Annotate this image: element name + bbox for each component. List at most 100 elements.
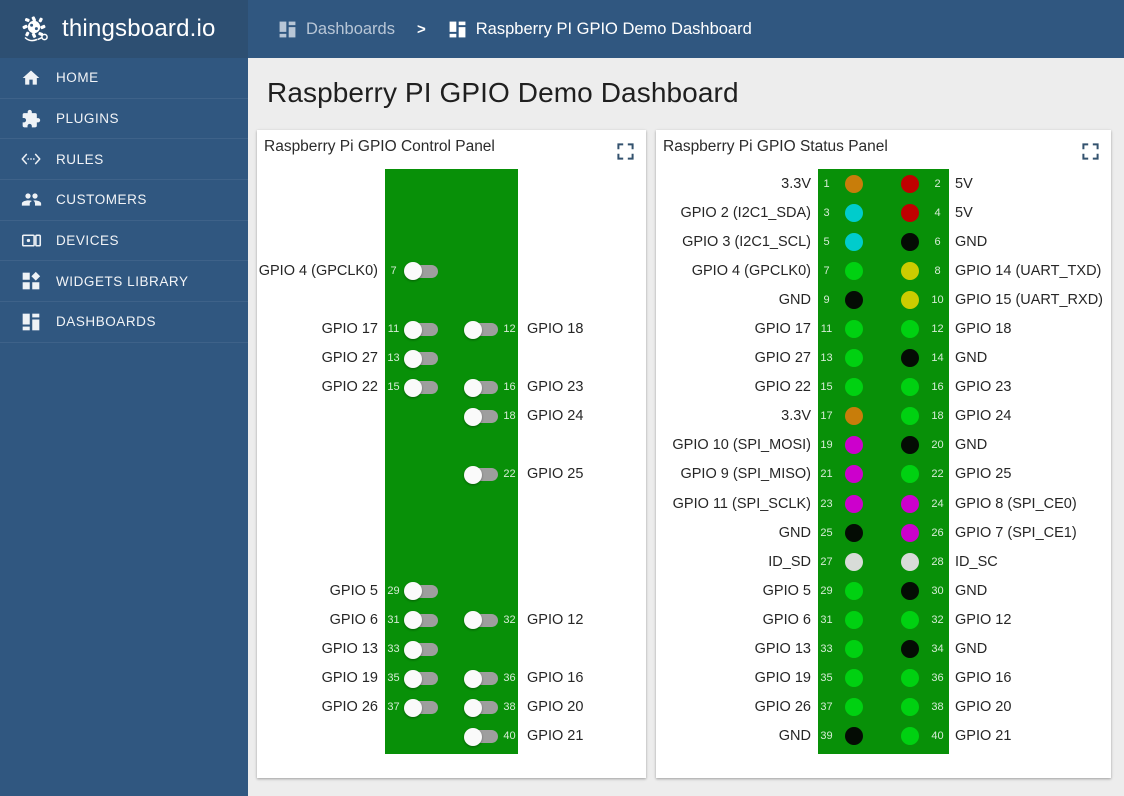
page-title: Raspberry PI GPIO Demo Dashboard (267, 77, 739, 108)
gpio-pin-cell: 15 (385, 378, 452, 397)
sidebar-item-customers[interactable]: CUSTOMERS (0, 180, 248, 221)
gpio-toggle-switch[interactable] (404, 378, 439, 397)
sidebar-item-dashboards[interactable]: DASHBOARDS (0, 302, 248, 343)
gpio-left-label: GPIO 22 (321, 379, 378, 396)
gpio-control-row: GPIO 13 33 (257, 635, 646, 664)
fullscreen-expand-icon[interactable] (1082, 143, 1099, 160)
gpio-toggle-switch[interactable] (404, 320, 439, 339)
gpio-left-label: GPIO 9 (SPI_MISO) (680, 466, 811, 483)
pin-number: 33 (820, 643, 833, 656)
gpio-toggle-switch[interactable] (404, 349, 439, 368)
sidebar-item-home[interactable]: HOME (0, 58, 248, 99)
gpio-pin-cell: 40 (452, 727, 519, 746)
gpio-toggle-switch[interactable] (464, 378, 499, 397)
gpio-right-label: GPIO 23 (955, 379, 1012, 396)
gpio-pin-cell: 7 (818, 261, 882, 280)
widget-title: Raspberry Pi GPIO Status Panel (663, 138, 888, 155)
breadcrumb-item-current-dashboard[interactable]: Raspberry PI GPIO Demo Dashboard (448, 20, 752, 39)
gpio-left-label: GPIO 6 (329, 611, 378, 628)
gpio-toggle-switch[interactable] (404, 698, 439, 717)
gpio-left-label: GPIO 17 (754, 321, 811, 338)
gpio-left-label: GPIO 13 (754, 641, 811, 658)
gpio-right-label: GND (955, 641, 988, 658)
gpio-control-row (257, 169, 646, 198)
gpio-status-indicator (901, 436, 919, 455)
pin-number: 15 (820, 381, 833, 394)
gpio-left-label: GND (778, 524, 811, 541)
breadcrumb-item-dashboards[interactable]: Dashboards (278, 20, 395, 39)
gpio-status-indicator (901, 465, 919, 484)
pin-number: 14 (931, 352, 944, 365)
gpio-pin-cell: 12 (882, 320, 946, 339)
gpio-pin-cell: 12 (452, 320, 519, 339)
gpio-pin-cell: 20 (882, 436, 946, 455)
gpio-pin-cell: 39 (818, 727, 882, 746)
gpio-toggle-switch[interactable] (464, 698, 499, 717)
pin-number: 35 (387, 672, 400, 685)
pin-number: 36 (503, 672, 516, 685)
sidebar-item-devices[interactable]: DEVICES (0, 221, 248, 262)
gpio-status-indicator (845, 290, 863, 309)
pin-number: 29 (387, 584, 400, 597)
gpio-status-indicator (901, 727, 919, 746)
gpio-pin-cell: 2 (882, 174, 946, 193)
gpio-control-row (257, 198, 646, 227)
gpio-pin-cell: 10 (882, 290, 946, 309)
toggle-knob (464, 698, 482, 717)
brand-name: thingsboard.io (62, 15, 216, 42)
gpio-pin-cell: 34 (882, 640, 946, 659)
sidebar-item-widgets-library[interactable]: WIDGETS LIBRARY (0, 261, 248, 303)
gpio-toggle-switch[interactable] (464, 320, 499, 339)
gpio-toggle-switch[interactable] (464, 727, 499, 746)
pin-number: 21 (820, 468, 833, 481)
gpio-right-label: GPIO 21 (527, 728, 584, 745)
gpio-pin-cell: 8 (882, 261, 946, 280)
pin-number: 16 (931, 381, 944, 394)
gpio-status-indicator (845, 378, 863, 397)
fullscreen-expand-icon[interactable] (617, 143, 634, 160)
gpio-pin-cell: 4 (882, 203, 946, 222)
gpio-toggle-switch[interactable] (404, 669, 439, 688)
gpio-right-label: GPIO 24 (955, 408, 1012, 425)
gpio-toggle-switch[interactable] (404, 582, 439, 601)
pin-number: 5 (823, 235, 830, 248)
gpio-right-label: GND (955, 233, 988, 250)
gpio-right-label: GPIO 8 (SPI_CE0) (955, 495, 1077, 512)
gpio-pin-cell: 32 (452, 611, 519, 630)
gpio-toggle-switch[interactable] (404, 262, 439, 281)
sidebar-item-label: PLUGINS (56, 111, 120, 127)
gpio-right-label: GPIO 25 (955, 466, 1012, 483)
sidebar-item-plugins[interactable]: PLUGINS (0, 99, 248, 140)
gpio-status-indicator (845, 203, 863, 222)
breadcrumb-separator: > (416, 20, 426, 38)
pin-number: 32 (931, 613, 944, 626)
gpio-right-label: GPIO 20 (527, 699, 584, 716)
gpio-toggle-switch[interactable] (464, 669, 499, 688)
pin-number: 33 (387, 643, 400, 656)
gpio-toggle-switch[interactable] (404, 611, 439, 630)
gpio-right-label: GPIO 12 (527, 611, 584, 628)
gpio-left-label: GND (778, 291, 811, 308)
brand-header[interactable]: thingsboard.io (0, 0, 248, 58)
people-icon (20, 189, 42, 211)
gpio-toggle-switch[interactable] (464, 465, 499, 484)
gpio-status-indicator (901, 174, 919, 193)
gpio-left-label: GPIO 13 (321, 641, 378, 658)
gpio-toggle-switch[interactable] (464, 611, 499, 630)
gpio-left-label: GPIO 5 (762, 582, 811, 599)
widget-gpio-control-panel: Raspberry Pi GPIO Control Panel GPIO 4 (… (257, 130, 646, 778)
sidebar-item-rules[interactable]: RULES (0, 139, 248, 181)
gpio-toggle-switch[interactable] (464, 407, 499, 426)
gpio-toggle-switch[interactable] (404, 640, 439, 659)
gpio-pin-cell: 29 (385, 582, 452, 601)
